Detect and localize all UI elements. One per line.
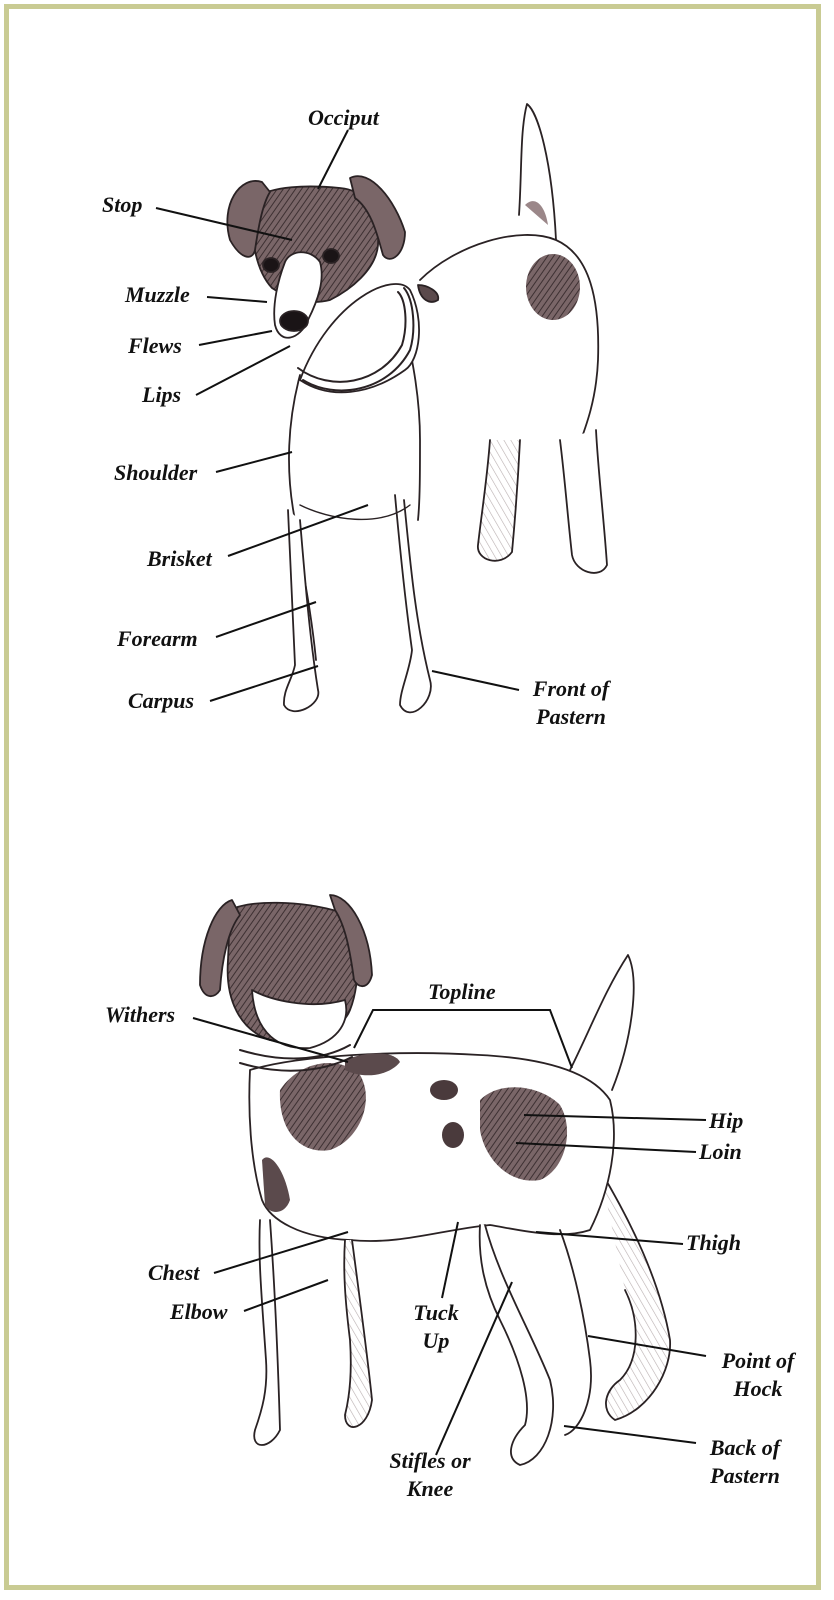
label-back-of-pastern-line1: Back of — [692, 1434, 798, 1462]
leader-thigh — [536, 1232, 683, 1244]
label-shoulder: Shoulder — [114, 459, 197, 487]
label-carpus: Carpus — [128, 687, 194, 715]
leader-back-of-pastern — [564, 1426, 696, 1443]
label-forearm: Forearm — [117, 625, 198, 653]
front-view-dog — [227, 104, 607, 712]
label-occiput: Occiput — [308, 104, 379, 132]
label-point-of-hock: Point of Hock — [704, 1347, 812, 1403]
leader-occiput — [318, 130, 348, 189]
label-front-of-pastern: Front of Pastern — [521, 675, 621, 731]
label-chest: Chest — [148, 1259, 199, 1287]
label-back-of-pastern: Back of Pastern — [692, 1434, 798, 1490]
label-stop: Stop — [102, 191, 142, 219]
label-front-of-pastern-line2: Pastern — [521, 703, 621, 731]
leader-muzzle — [207, 297, 267, 302]
label-muzzle: Muzzle — [125, 281, 190, 309]
label-front-of-pastern-line1: Front of — [521, 675, 621, 703]
label-thigh: Thigh — [686, 1229, 741, 1257]
leader-chest — [214, 1232, 348, 1273]
label-point-of-hock-line1: Point of — [704, 1347, 812, 1375]
label-tuck-up: Tuck Up — [400, 1299, 472, 1355]
label-back-of-pastern-line2: Pastern — [692, 1462, 798, 1490]
label-loin: Loin — [699, 1138, 742, 1166]
label-stifles-line2: Knee — [374, 1475, 486, 1503]
label-tuck-up-line1: Tuck — [400, 1299, 472, 1327]
label-hip: Hip — [709, 1107, 743, 1135]
leader-shoulder — [216, 452, 292, 472]
label-lips: Lips — [142, 381, 181, 409]
label-elbow: Elbow — [170, 1298, 227, 1326]
label-point-of-hock-line2: Hock — [704, 1375, 812, 1403]
label-withers: Withers — [105, 1001, 175, 1029]
leader-front-of-pastern — [432, 671, 519, 690]
leader-tuck-up — [442, 1222, 458, 1298]
label-tuck-up-line2: Up — [400, 1327, 472, 1355]
label-stifles-or-knee: Stifles or Knee — [374, 1447, 486, 1503]
leader-elbow — [244, 1280, 328, 1311]
label-brisket: Brisket — [147, 545, 212, 573]
label-flews: Flews — [128, 332, 182, 360]
label-topline: Topline — [428, 978, 496, 1006]
leader-lips — [196, 346, 290, 395]
label-stifles-line1: Stifles or — [374, 1447, 486, 1475]
leader-flews — [199, 331, 272, 345]
